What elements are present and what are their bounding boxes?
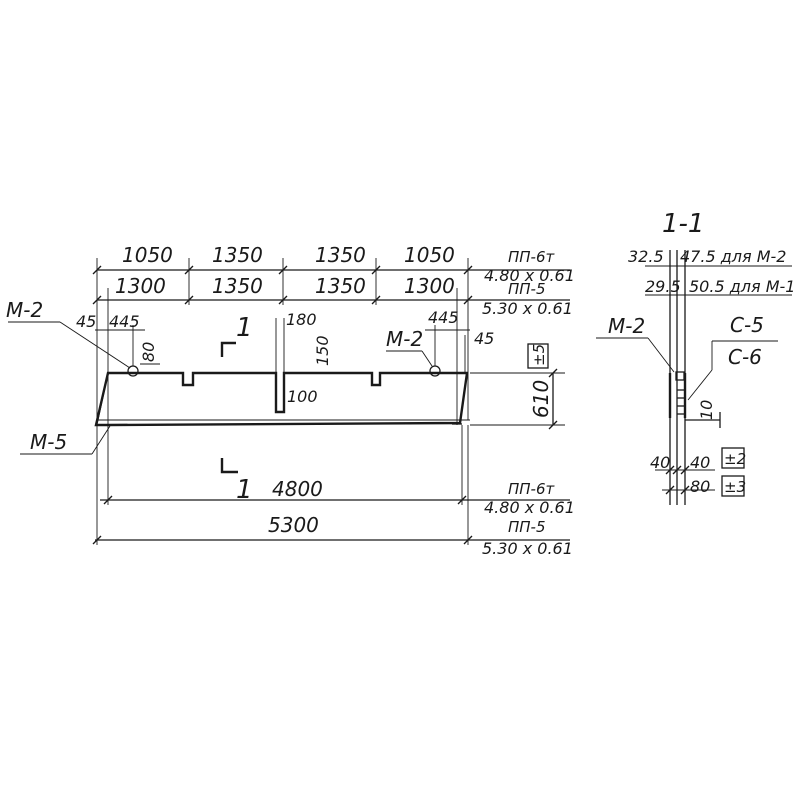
dim-150: 150 <box>313 335 332 366</box>
dim-45-right: 45 <box>474 329 494 348</box>
size-pp5-top: 5.30 x 0.61 <box>482 299 573 318</box>
section-mark-1: 1 <box>236 313 253 343</box>
dim-445-right: 445 <box>428 308 459 327</box>
dim-100: 100 <box>287 387 318 406</box>
section-dim-50-5-note: 50.5 для М-1 <box>689 277 795 296</box>
section-dim-29-5: 29.5 <box>645 277 681 296</box>
section-label-c6: С-6 <box>728 345 762 369</box>
mark-pp5-top: ПП-5 <box>508 280 546 298</box>
lifting-loop-right-icon <box>429 365 441 377</box>
section-mark-2: 1 <box>236 475 253 505</box>
label-m2-left: М-2 <box>6 298 43 322</box>
size-pp6t-bottom: 4.80 x 0.61 <box>484 498 575 517</box>
section-label-m2: М-2 <box>608 314 645 338</box>
panel-elevation <box>94 371 470 427</box>
dim-mid-1: 1300 <box>115 274 166 298</box>
mark-pp6t-bottom: ПП-6т <box>508 480 556 498</box>
bottom-dimension-chain <box>92 425 570 545</box>
dim-445-left: 445 <box>109 312 140 331</box>
section-detail <box>645 250 792 505</box>
section-marker-bottom <box>220 458 238 474</box>
section-dim-47-5-note: 47.5 для М-2 <box>680 247 786 266</box>
dim-mid-4: 1300 <box>404 274 455 298</box>
section-dim-40-right: 40 <box>690 453 710 472</box>
section-label-c5: С-5 <box>730 313 764 337</box>
size-pp5-bottom: 5.30 x 0.61 <box>482 539 573 558</box>
section-dim-10: 10 <box>697 400 716 420</box>
loop-dimensions <box>95 318 470 374</box>
label-m5: М-5 <box>30 430 67 454</box>
section-marker-top <box>220 341 236 357</box>
dim-mid-3: 1350 <box>315 274 366 298</box>
tolerance-5: ±5 <box>530 344 548 366</box>
section-dim-80: 80 <box>690 477 710 496</box>
section-dim-40-left: 40 <box>650 453 670 472</box>
mark-pp6t-top: ПП-6т <box>508 248 556 266</box>
label-m2-right: М-2 <box>386 327 423 351</box>
dim-top-1: 1050 <box>122 243 173 267</box>
dim-180: 180 <box>286 310 317 329</box>
section-dim-32-5: 32.5 <box>628 247 664 266</box>
height-dimension <box>470 343 565 430</box>
dim-5300: 5300 <box>268 513 319 537</box>
size-pp6t-top: 4.80 x 0.61 <box>484 266 575 285</box>
top-dimension-chain <box>92 258 570 425</box>
dim-mid-2: 1350 <box>212 274 263 298</box>
dim-80: 80 <box>139 342 158 362</box>
dim-top-2: 1350 <box>212 243 263 267</box>
section-tolerance-2: ±2 <box>724 450 746 468</box>
dim-4800: 4800 <box>272 477 323 501</box>
dim-top-4: 1050 <box>404 243 455 267</box>
section-tolerance-3: ±3 <box>724 478 746 496</box>
mark-pp5-bottom: ПП-5 <box>508 518 546 536</box>
section-title: 1-1 <box>662 209 704 239</box>
dim-top-3: 1350 <box>315 243 366 267</box>
dim-610: 610 <box>529 380 553 418</box>
dim-45-left: 45 <box>76 312 96 331</box>
